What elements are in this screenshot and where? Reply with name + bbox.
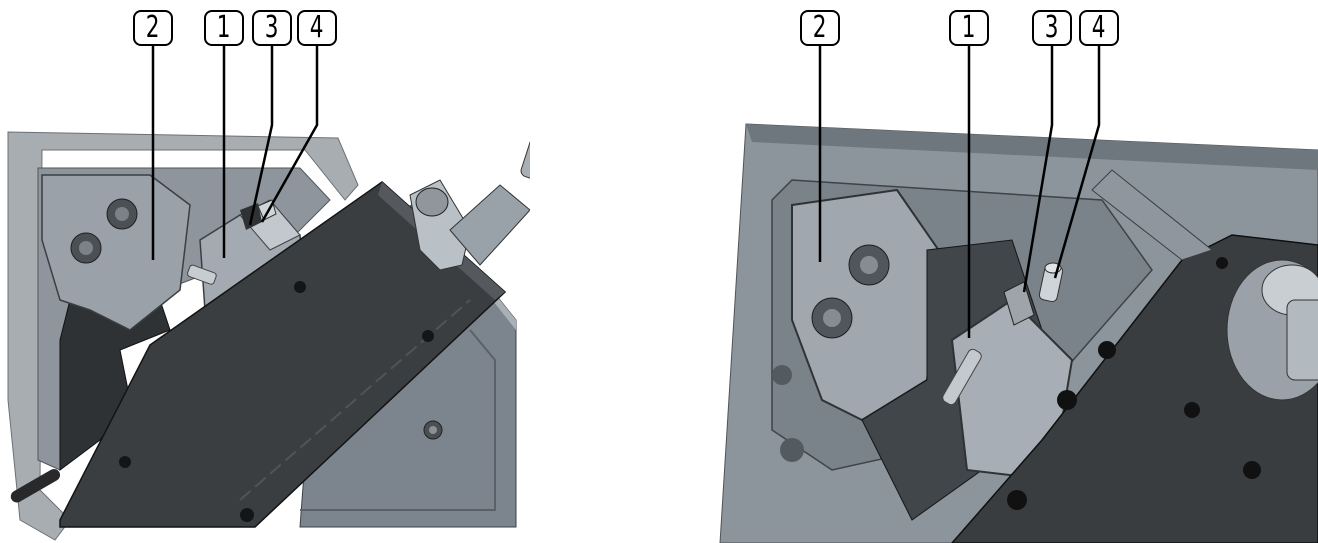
frame-hole-a	[772, 365, 792, 385]
callout-3-text: 3	[1045, 10, 1059, 45]
callout-2-text: 2	[813, 10, 827, 45]
callout-3: 3	[1032, 10, 1072, 46]
callout-2: 2	[800, 10, 840, 46]
ejector-rod	[10, 469, 61, 503]
frame-top-edge	[746, 124, 1318, 170]
left-assembly-view: 2 1 3 4	[0, 0, 530, 543]
block-hole-c	[1216, 257, 1228, 269]
right-assembly-drawing	[719, 46, 1318, 543]
guide-pin	[942, 348, 982, 406]
screw-upper-hex	[860, 256, 878, 274]
screw-lower-hex	[79, 241, 93, 255]
block-hole-b	[422, 330, 434, 342]
block-hole-a	[1098, 341, 1116, 359]
callout-2: 2	[133, 10, 173, 46]
callout-1-text: 1	[962, 10, 976, 45]
right-assembly-view: 2 1 3 4	[712, 0, 1318, 543]
leader-4	[1053, 46, 1101, 279]
callout-2-text: 2	[146, 10, 160, 45]
fitting-nut	[415, 187, 449, 217]
block-hole-f	[1243, 461, 1261, 479]
left-assembly-drawing	[7, 46, 530, 541]
callout-1: 1	[204, 10, 244, 46]
leader-lines	[151, 46, 319, 260]
main-block-top-face	[1091, 169, 1214, 261]
set-screw-3	[1003, 281, 1035, 326]
fitting-body	[449, 184, 530, 266]
block-hole-e	[1007, 490, 1027, 510]
callout-4: 4	[1079, 10, 1119, 46]
callout-3: 3	[252, 10, 292, 46]
fitting-body	[1286, 299, 1318, 381]
callout-3-text: 3	[265, 10, 279, 45]
leader-lines	[818, 46, 1101, 338]
block-hole-d	[240, 508, 254, 522]
block-hole-a	[294, 281, 306, 293]
callout-4-text: 4	[1092, 10, 1106, 45]
screw-upper-hex	[115, 207, 129, 221]
callout-1-text: 1	[217, 10, 231, 45]
leader-3	[248, 46, 274, 226]
callout-1: 1	[949, 10, 989, 46]
block-hole-c	[119, 456, 131, 468]
callout-4-text: 4	[310, 10, 324, 45]
block-hole-d	[1184, 402, 1200, 418]
screw-lower-hex	[823, 309, 841, 327]
fitting-stem	[520, 137, 530, 183]
guide-pin	[187, 264, 217, 285]
mounting-bolt-inner	[429, 426, 437, 434]
callout-4: 4	[297, 10, 337, 46]
mounting-plate-recess	[300, 329, 496, 511]
block-hole-b	[1057, 390, 1077, 410]
leader-3	[1022, 46, 1054, 293]
frame-hole-b	[780, 438, 804, 462]
leader-4	[260, 46, 319, 223]
